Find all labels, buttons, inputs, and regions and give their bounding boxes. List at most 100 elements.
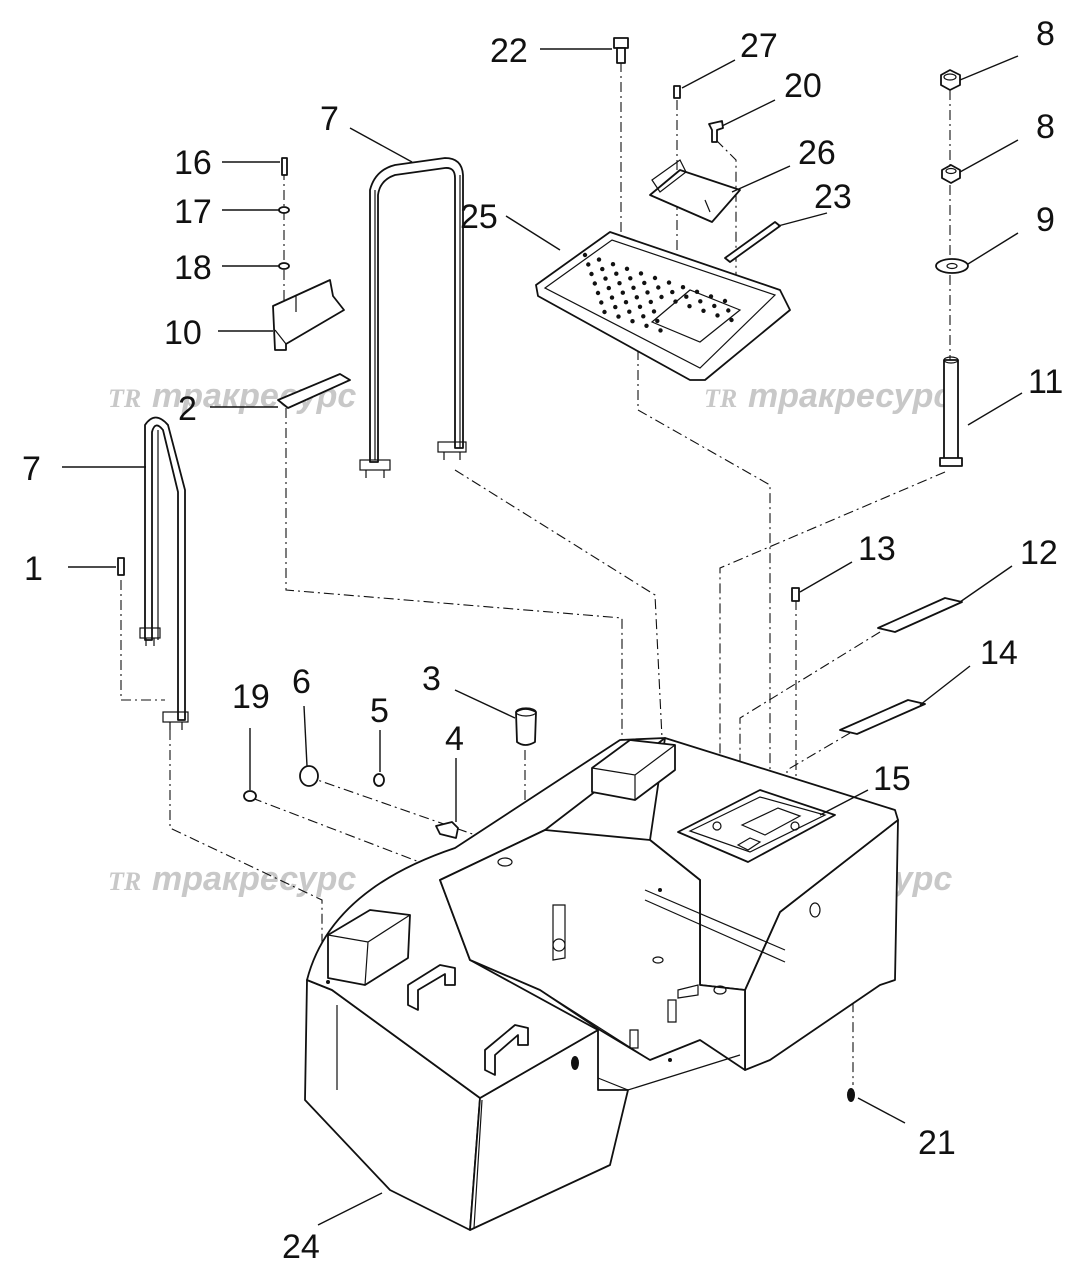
plate-hole [617, 281, 622, 286]
plate-hole [687, 304, 692, 309]
label-part-7-left: 7 [22, 450, 41, 488]
part-labels: 1 2 3 4 5 6 7 7 8 8 9 10 11 12 13 14 15 … [22, 15, 1063, 1266]
label-part-6: 6 [292, 663, 311, 701]
plate-hole [645, 290, 650, 295]
plate-hole [638, 271, 644, 276]
plate-hole [644, 323, 649, 328]
label-part-10: 10 [164, 314, 202, 352]
plate-hole [641, 314, 646, 319]
plate-hole [729, 317, 734, 323]
watermark-3: TR тракресурс [108, 860, 356, 898]
washer-9 [935, 258, 969, 274]
plate-hole [655, 318, 660, 324]
label-part-21: 21 [918, 1124, 956, 1162]
plate-hole [701, 308, 706, 313]
plate-hole [651, 309, 657, 314]
step-plate-25 [535, 231, 791, 381]
plate-hole [624, 266, 630, 271]
plate-hole [722, 298, 728, 304]
plate-hole [648, 299, 653, 305]
label-part-5: 5 [370, 692, 389, 730]
plate-hole [673, 299, 678, 304]
label-part-23: 23 [814, 178, 852, 216]
plate-hole [616, 314, 621, 319]
plate-hole [670, 289, 675, 295]
plate-hole [589, 271, 594, 277]
plate-hole [726, 308, 731, 313]
label-part-7-top: 7 [320, 100, 339, 138]
plate-hole [656, 285, 661, 290]
nut-19 [243, 790, 257, 802]
label-part-19: 19 [232, 678, 270, 716]
bracket-10 [272, 279, 345, 351]
cover-plate-26 [649, 159, 741, 223]
label-part-3: 3 [422, 660, 441, 698]
strip-23 [724, 221, 781, 263]
plate-hole [582, 252, 588, 258]
step-plate-holes [582, 252, 734, 333]
plate-hole [634, 295, 639, 300]
fitting-3 [515, 707, 537, 746]
plate-hole [658, 328, 663, 333]
nut-8-bottom [941, 164, 961, 184]
plate-hole [698, 299, 703, 304]
label-part-17: 17 [174, 193, 212, 231]
strip-12 [877, 597, 963, 633]
label-part-9: 9 [1036, 201, 1055, 239]
handrail-top [359, 157, 467, 478]
label-part-4: 4 [445, 720, 464, 758]
label-part-20: 20 [784, 67, 822, 105]
label-part-12: 12 [1020, 534, 1058, 572]
plate-hole [684, 294, 689, 299]
washer-6 [299, 765, 319, 787]
plate-hole [637, 304, 643, 309]
plate-hole [642, 280, 647, 286]
stud-11 [939, 356, 963, 467]
plate-hole [609, 295, 615, 300]
plate-hole [623, 300, 629, 305]
plate-hole [606, 285, 611, 291]
plate-hole [603, 276, 608, 281]
label-part-1: 1 [24, 550, 43, 588]
label-part-24: 24 [282, 1228, 320, 1266]
plate-hole [602, 309, 607, 315]
plate-hole [610, 262, 616, 267]
plate-hole [631, 285, 636, 290]
plate-hole [595, 290, 601, 296]
bolt-4 [435, 821, 459, 839]
svg-text:TR: TR [704, 384, 737, 413]
svg-text:TR: TR [108, 867, 141, 896]
label-part-26: 26 [798, 134, 836, 172]
plate-hole [630, 319, 635, 324]
plate-hole [712, 303, 717, 309]
plate-hole [586, 262, 591, 267]
svg-text:тракресурс: тракресурс [748, 377, 952, 415]
label-part-14: 14 [980, 634, 1018, 672]
leader-lines [62, 48, 1023, 1226]
handrail-left [139, 416, 189, 730]
nut-8-top [940, 69, 961, 91]
label-part-2: 2 [178, 390, 197, 428]
plate-hole [659, 294, 664, 300]
plate-hole [614, 271, 619, 276]
watermark-2: TR тракресурс [704, 377, 952, 415]
plate-hole [599, 300, 604, 305]
bolt-1 [117, 557, 125, 576]
bolt-22 [613, 37, 629, 64]
label-part-15: 15 [873, 760, 911, 798]
mounting-plate-15 [677, 789, 836, 863]
plate-hole [708, 294, 714, 299]
plate-hole [628, 276, 633, 281]
label-part-13: 13 [858, 530, 896, 568]
strip-14 [839, 699, 926, 735]
label-part-18: 18 [174, 249, 212, 287]
screw-27 [673, 85, 681, 99]
plate-hole [620, 290, 625, 295]
fasteners-16-17-18 [278, 157, 290, 270]
svg-text:TR: TR [108, 384, 141, 413]
strip-2 [277, 373, 351, 409]
washer-5 [373, 773, 385, 787]
plate-hole [715, 313, 720, 318]
label-part-8-bottom: 8 [1036, 108, 1055, 146]
